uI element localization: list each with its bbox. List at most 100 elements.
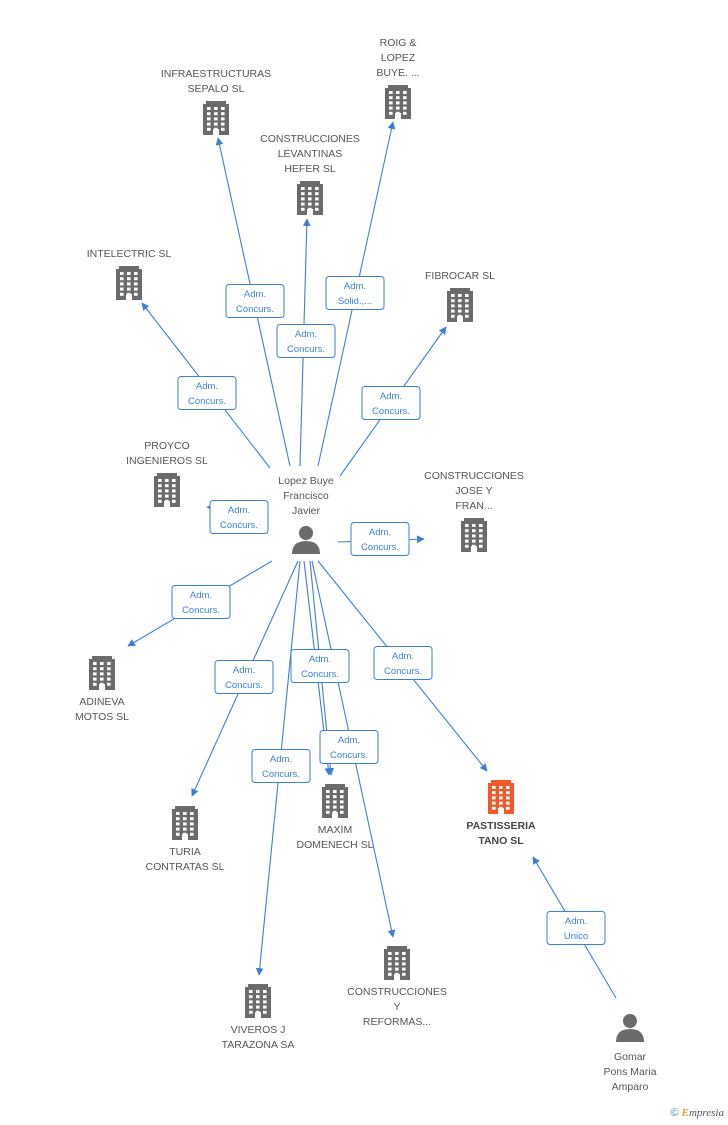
node-label: SEPALO SL	[187, 83, 244, 95]
edge-label[interactable]: Adm. Concurs.	[361, 386, 421, 420]
edge-label-text: Unico	[564, 931, 588, 942]
node-label: DOMENECH SL	[296, 839, 373, 851]
edge-label-box	[546, 911, 606, 945]
node-turia[interactable]: TURIA CONTRATAS SL	[146, 806, 225, 873]
edge-label[interactable]: Adm. Concurs.	[225, 284, 285, 318]
node-reform[interactable]: CONSTRUCCIONESYREFORMAS...	[347, 946, 447, 1028]
edge-label-box	[209, 500, 269, 534]
node-label: CONSTRUCCIONES	[260, 133, 360, 145]
copyright-mark[interactable]: © Empresia	[670, 1107, 724, 1119]
building-icon	[297, 181, 323, 215]
edge-label-text: Adm.	[380, 391, 402, 402]
edge-label-text: Concurs.	[188, 396, 226, 407]
node-label: FIBROCAR SL	[425, 270, 495, 282]
node-label: Lopez Buye	[278, 475, 334, 487]
node-label: CONTRATAS SL	[146, 861, 225, 873]
person-icon	[292, 526, 320, 554]
node-label: TANO SL	[478, 835, 524, 847]
edge-label-text: Concurs.	[236, 304, 274, 315]
edge-label-text: Concurs.	[384, 666, 422, 677]
edge-label[interactable]: Adm.Concurs.	[214, 660, 274, 694]
edge-label-text: Concurs.	[220, 520, 258, 531]
building-icon	[203, 101, 229, 135]
edge-label-box	[350, 522, 410, 556]
edge-label[interactable]: Adm.Unico	[546, 911, 606, 945]
node-label: HEFER SL	[284, 163, 336, 175]
edge-label-box	[319, 730, 379, 764]
node-label: CONSTRUCCIONES	[347, 986, 447, 998]
edge-label-text: Adm.	[190, 590, 212, 601]
edge-label[interactable]: Adm. Concurs.	[171, 585, 231, 619]
edge-label-text: Concurs.	[287, 344, 325, 355]
node-viveros[interactable]: VIVEROS J TARAZONA SA	[222, 984, 295, 1051]
node-label: VIVEROS J	[231, 1024, 286, 1036]
edge-label-text: Adm.	[228, 505, 250, 516]
node-label: PASTISSERIA	[466, 820, 536, 832]
node-label: TARAZONA SA	[222, 1039, 295, 1051]
edge-label-text: Concurs.	[262, 769, 300, 780]
edge-label-text: Concurs.	[301, 669, 339, 680]
edge-labels-layer: Adm.Concurs.Adm.Concurs.Adm.Solid.,...Ad…	[171, 276, 606, 945]
edge-label-box	[325, 276, 385, 310]
node-proyco[interactable]: PROYCO INGENIEROS SL	[126, 440, 208, 507]
node-label: TURIA	[169, 846, 201, 858]
edge-label-text: Adm.	[295, 329, 317, 340]
node-label: MAXIM	[318, 824, 352, 836]
edge-label-text: Concurs.	[182, 605, 220, 616]
brand-name: Empresia	[681, 1107, 724, 1119]
edge-label-text: Concurs.	[330, 750, 368, 761]
node-fibro[interactable]: FIBROCAR SL	[425, 270, 495, 322]
node-label: Amparo	[612, 1081, 649, 1093]
node-pastis[interactable]: PASTISSERIA TANO SL	[466, 780, 536, 847]
edge-label-box	[177, 376, 237, 410]
edge-label[interactable]: Adm. Concurs.	[209, 500, 269, 534]
edge-label-text: Adm.	[196, 381, 218, 392]
edge-label-text: Concurs.	[361, 542, 399, 553]
building-icon	[488, 780, 514, 814]
edge-label[interactable]: Adm.Concurs.	[251, 749, 311, 783]
edge-label[interactable]: Adm. Concurs.	[290, 649, 350, 683]
edge-label-text: Adm.	[392, 651, 414, 662]
node-label: PROYCO	[144, 440, 190, 452]
edge-label[interactable]: Adm. Concurs.	[276, 324, 336, 358]
edge-label-box	[171, 585, 231, 619]
node-maxim[interactable]: MAXIM DOMENECH SL	[296, 784, 374, 851]
edge-label-box	[251, 749, 311, 783]
edge-label[interactable]: Adm. Concurs.	[373, 646, 433, 680]
building-icon	[245, 984, 271, 1018]
node-label: BUYE. ...	[376, 67, 419, 79]
edge-label[interactable]: Adm.Concurs.	[319, 730, 379, 764]
edge-label-box	[373, 646, 433, 680]
building-icon	[384, 946, 410, 980]
edge-label-box	[225, 284, 285, 318]
node-roig[interactable]: ROIG &LOPEZBUYE. ...	[376, 37, 420, 119]
edge-label-text: Solid.,...	[338, 296, 372, 307]
building-icon	[116, 266, 142, 300]
edge-label-box	[276, 324, 336, 358]
edge-label-text: Adm.	[244, 289, 266, 300]
edge-label[interactable]: Adm. Solid.,...	[325, 276, 385, 310]
edge-label[interactable]: Adm. Concurs.	[177, 376, 237, 410]
edge-label-text: Adm.	[344, 281, 366, 292]
building-icon	[172, 806, 198, 840]
node-label: INGENIEROS SL	[126, 455, 208, 467]
node-label: ROIG &	[380, 37, 417, 49]
node-intel[interactable]: INTELECTRIC SL	[87, 248, 172, 300]
edge-label-text: Adm.	[309, 654, 331, 665]
edge-label-text: Concurs.	[372, 406, 410, 417]
node-label: FRAN...	[455, 500, 492, 512]
node-label: INFRAESTRUCTURAS	[161, 68, 271, 80]
building-icon	[447, 288, 473, 322]
building-icon	[322, 784, 348, 818]
building-icon	[461, 518, 487, 552]
node-label: Pons Maria	[603, 1066, 656, 1078]
node-label: Francisco	[283, 490, 329, 502]
node-infra[interactable]: INFRAESTRUCTURAS SEPALO SL	[161, 68, 271, 135]
edge-label[interactable]: Adm.Concurs.	[350, 522, 410, 556]
